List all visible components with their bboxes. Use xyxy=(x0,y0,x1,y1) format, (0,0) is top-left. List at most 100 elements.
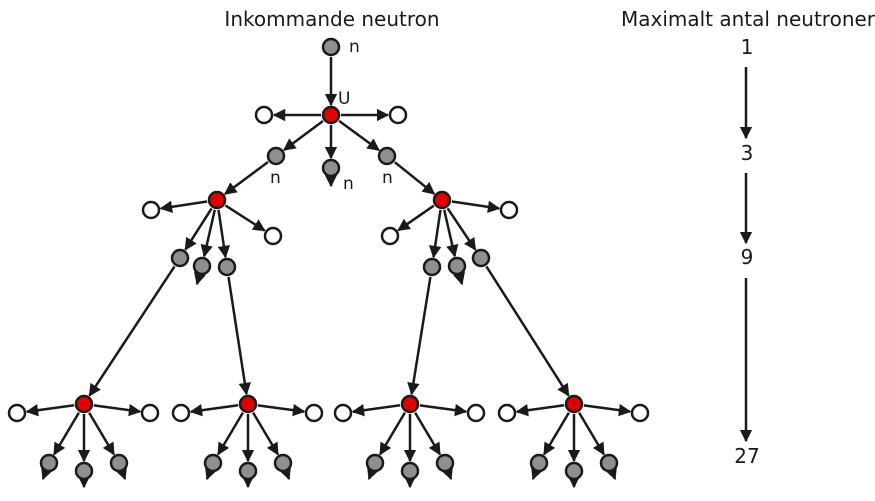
count-level-3: 9 xyxy=(741,245,754,269)
arrow-neutron xyxy=(217,209,231,259)
arrow-neutron-escape xyxy=(205,466,217,481)
neutron-incoming xyxy=(321,37,341,57)
arrow-neutron xyxy=(53,411,80,456)
fission-product xyxy=(466,403,486,423)
arrow-neutron-escape xyxy=(605,466,617,481)
fission-product xyxy=(499,200,519,220)
arrow-neutron xyxy=(200,209,217,258)
neutron xyxy=(39,453,59,473)
neutron xyxy=(377,146,397,166)
neutron xyxy=(400,461,420,481)
arrow-neutron xyxy=(184,207,213,251)
arrow-neutron xyxy=(543,411,570,456)
arrow-neutron-escape xyxy=(452,271,465,286)
label-neutron-right: n xyxy=(382,168,393,188)
arrow-product xyxy=(257,403,306,417)
fission-product xyxy=(171,403,191,423)
arrow-neutron xyxy=(578,411,605,456)
arrow-product xyxy=(351,403,401,417)
fission-product xyxy=(388,105,408,125)
arrow-product xyxy=(159,200,208,213)
arrow-neutron xyxy=(252,411,279,456)
arrow-product xyxy=(583,403,632,417)
arrow-neutron xyxy=(282,119,324,152)
arrow-neutron-escape xyxy=(441,466,453,481)
label-incoming-n: n xyxy=(349,37,360,57)
neutron xyxy=(471,248,491,268)
fission-product xyxy=(497,403,517,423)
neutron xyxy=(435,453,455,473)
arrow-product xyxy=(93,403,142,417)
arrow-neutron-escape xyxy=(279,466,291,481)
arrow-product xyxy=(25,403,75,417)
neutron xyxy=(170,248,190,268)
uranium-nucleus xyxy=(207,190,227,210)
arrow-product xyxy=(189,403,239,417)
count-level-2: 3 xyxy=(741,141,754,165)
fission-product xyxy=(333,403,353,423)
arrow-neutron xyxy=(428,209,442,259)
arrow-neutron-escape xyxy=(41,466,53,481)
neutron xyxy=(192,256,212,276)
arrow-neutron xyxy=(485,265,570,397)
neutron xyxy=(321,158,341,178)
uranium-nucleus xyxy=(564,394,584,414)
neutron xyxy=(238,461,258,481)
label-neutron-left: n xyxy=(270,168,281,188)
arrow-product xyxy=(515,403,565,417)
label-neutron-center: n xyxy=(343,174,354,194)
arrow-product xyxy=(451,200,501,214)
arrow-neutron xyxy=(407,276,432,396)
uranium-nucleus xyxy=(400,394,420,414)
fission-product xyxy=(254,105,274,125)
particles-layer xyxy=(7,37,650,481)
title-incoming-neutron: Inkommande neutron xyxy=(224,7,439,31)
title-max-neutrons: Maximalt antal neutroner xyxy=(621,7,875,31)
fission-product xyxy=(263,226,283,246)
neutron xyxy=(266,146,286,166)
arrow-neutron-escape xyxy=(531,466,543,481)
arrow-neutron xyxy=(414,411,441,456)
arrow-neutron-escape xyxy=(367,466,379,481)
fission-product xyxy=(630,403,650,423)
arrow-neutron xyxy=(379,411,406,456)
arrow-neutron xyxy=(227,276,251,396)
uranium-nucleus xyxy=(74,394,94,414)
fission-product xyxy=(7,403,27,423)
neutron xyxy=(599,453,619,473)
neutron xyxy=(203,453,223,473)
arrow-neutron xyxy=(88,411,115,456)
fission-product xyxy=(380,226,400,246)
arrow-neutron xyxy=(394,161,436,195)
fission-product xyxy=(141,200,161,220)
arrow-neutron-escape xyxy=(115,466,127,481)
neutron xyxy=(273,453,293,473)
arrow-product xyxy=(224,204,266,232)
arrows-layer xyxy=(25,57,632,489)
uranium-nucleus xyxy=(432,190,452,210)
uranium-nucleus xyxy=(321,105,341,125)
neutron xyxy=(529,453,549,473)
neutron xyxy=(74,461,94,481)
arrow-neutron xyxy=(446,207,477,251)
neutron xyxy=(365,453,385,473)
neutron xyxy=(447,256,467,276)
arrow-neutron xyxy=(442,209,459,258)
neutron xyxy=(564,461,584,481)
arrow-product xyxy=(397,204,435,232)
fission-product xyxy=(304,403,324,423)
neutron xyxy=(422,257,442,277)
uranium-nucleus xyxy=(238,394,258,414)
label-uranium: U xyxy=(338,89,350,109)
arrow-neutron xyxy=(217,411,244,456)
arrow-product xyxy=(419,403,468,417)
fission-product xyxy=(140,403,160,423)
arrow-neutron xyxy=(88,265,176,397)
neutron xyxy=(217,257,237,277)
arrow-neutron xyxy=(223,160,269,196)
arrow-neutron-escape xyxy=(194,271,207,286)
neutron xyxy=(109,453,129,473)
arrow-neutron xyxy=(338,119,380,152)
